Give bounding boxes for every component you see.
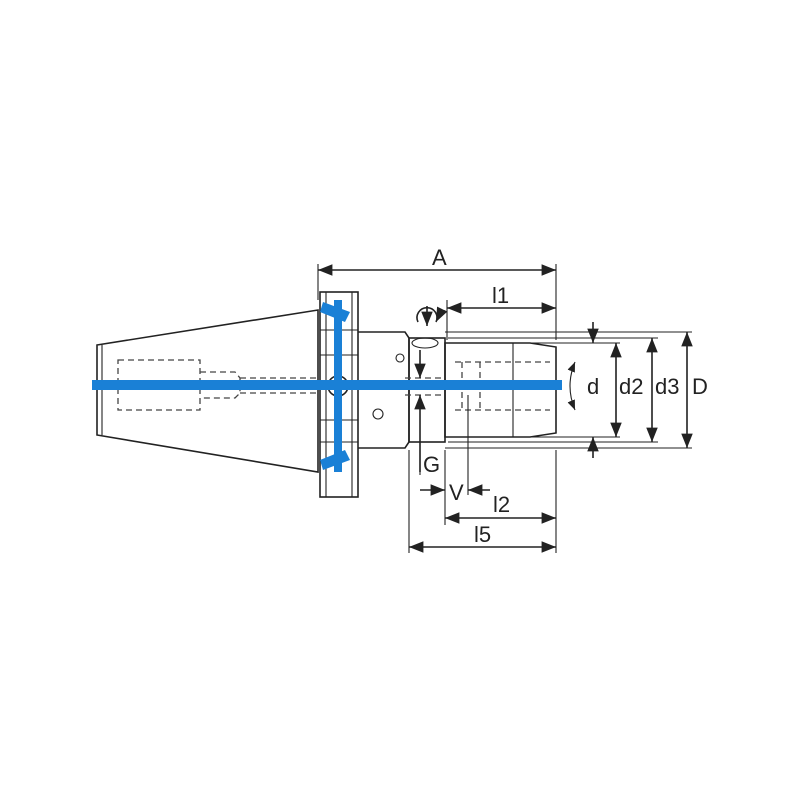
center-axis	[92, 380, 562, 390]
label-l5: l5	[474, 522, 491, 547]
label-d3: d3	[655, 374, 679, 399]
label-d2: d2	[619, 374, 643, 399]
label-A: A	[432, 245, 447, 270]
coolant-channel	[334, 300, 342, 472]
label-l2: l2	[493, 492, 510, 517]
label-G: G	[423, 452, 440, 477]
label-l1: l1	[492, 283, 509, 308]
dimension-lines	[318, 264, 693, 553]
label-V: V	[449, 480, 464, 505]
label-d: d	[587, 374, 599, 399]
rotation-direction-icon	[416, 306, 448, 326]
label-D: D	[692, 374, 708, 399]
taper-shank	[96, 309, 319, 473]
